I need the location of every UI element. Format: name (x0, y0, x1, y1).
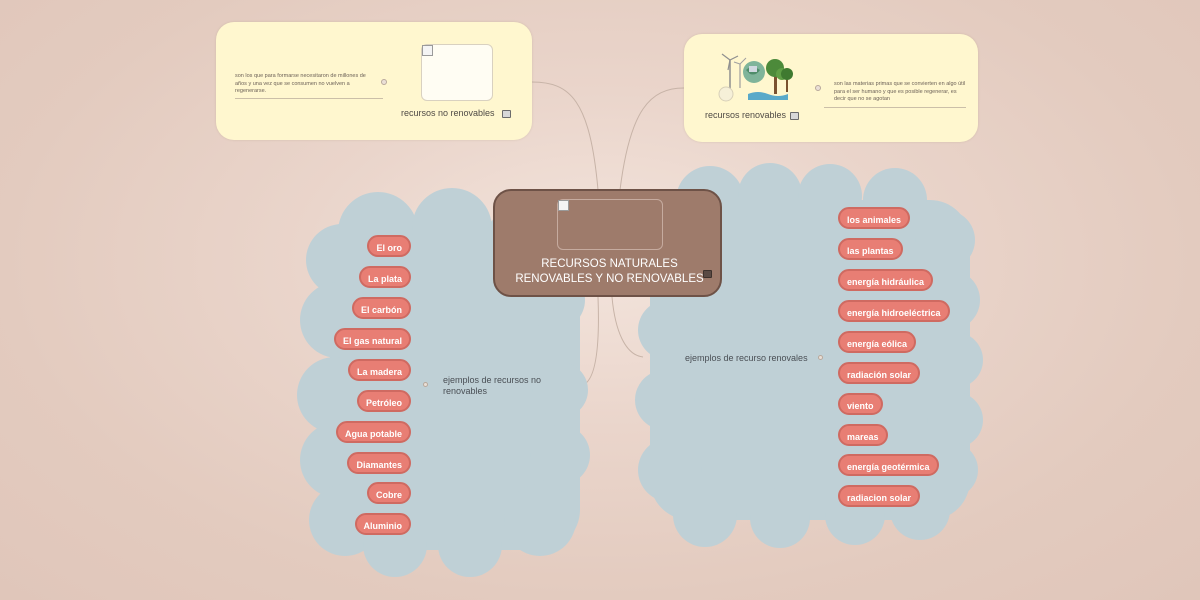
tree-icon (766, 59, 793, 94)
pill-cobre[interactable]: Cobre (366, 482, 411, 504)
central-title-line-1: RECURSOS NATURALES (541, 258, 678, 270)
pill-energia-hidraulica[interactable]: energía hidráulica (838, 269, 934, 291)
pill-mareas[interactable]: mareas (838, 424, 888, 446)
pill-petroleo[interactable]: Petróleo (356, 390, 411, 412)
right-branch-dot (818, 355, 823, 360)
image-attachment-icon[interactable] (703, 270, 712, 278)
renovables-connector-dot (815, 85, 821, 91)
pill-el-carbon[interactable]: El carbón (351, 297, 411, 319)
pill-energia-eolica[interactable]: energía eólica (838, 331, 917, 353)
left-branch-dot (423, 382, 428, 387)
pill-agua-potable[interactable]: Agua potable (335, 421, 411, 443)
no-renovables-connector-dot (381, 79, 387, 85)
renovables-note-rule (824, 107, 966, 108)
pill-radiacion-solar[interactable]: radiación solar (838, 362, 921, 384)
water-icon (748, 92, 788, 100)
pill-los-animales[interactable]: los animales (838, 207, 911, 229)
central-title: RECURSOS NATURALES RENOVABLES Y NO RENOV… (495, 257, 724, 287)
globe-icon (743, 61, 765, 83)
renovables-label: recursos renovables (705, 110, 787, 120)
pill-radiacion-solar-2[interactable]: radiacion solar (838, 485, 921, 507)
image-attachment-icon[interactable] (502, 110, 511, 118)
broken-image-icon (558, 200, 569, 211)
right-branch-label[interactable]: ejemplos de recurso renovales (685, 353, 808, 363)
broken-image-icon (422, 45, 433, 56)
central-image (557, 199, 663, 250)
pill-la-plata[interactable]: La plata (358, 266, 411, 288)
no-renovables-note-rule (235, 98, 383, 99)
pill-viento[interactable]: viento (838, 393, 883, 415)
no-renovables-note: son los que para formarse necesitaron de… (235, 73, 366, 94)
pill-la-madera[interactable]: La madera (347, 359, 411, 381)
pill-el-oro[interactable]: El oro (367, 235, 411, 257)
central-topic[interactable]: RECURSOS NATURALES RENOVABLES Y NO RENOV… (493, 189, 722, 297)
sun-icon (718, 86, 734, 102)
pill-las-plantas[interactable]: las plantas (838, 238, 903, 260)
recursos-renovables-card[interactable]: recursos renovables son las materias pri… (684, 34, 978, 142)
no-renovables-image (421, 44, 493, 101)
left-branch-label[interactable]: ejemplos de recursos no renovables (443, 375, 542, 396)
wind-turbine-icon (721, 53, 747, 92)
renovables-note: son las materias primas que se convierte… (834, 81, 966, 102)
pill-energia-hidroelectrica[interactable]: energía hidroeléctrica (838, 300, 950, 322)
renewable-energy-illustration (718, 53, 793, 102)
image-attachment-icon[interactable] (790, 112, 799, 120)
pill-diamantes[interactable]: Diamantes (347, 452, 411, 474)
pill-energia-geotermica[interactable]: energía geotérmica (838, 454, 939, 476)
pill-el-gas-natural[interactable]: El gas natural (333, 328, 411, 350)
pill-aluminio[interactable]: Aluminio (354, 513, 411, 535)
recursos-no-renovables-card[interactable]: son los que para formarse necesitaron de… (216, 22, 532, 140)
central-title-line-2: RENOVABLES Y NO RENOVABLES (515, 273, 704, 285)
no-renovables-label: recursos no renovables (401, 108, 495, 118)
